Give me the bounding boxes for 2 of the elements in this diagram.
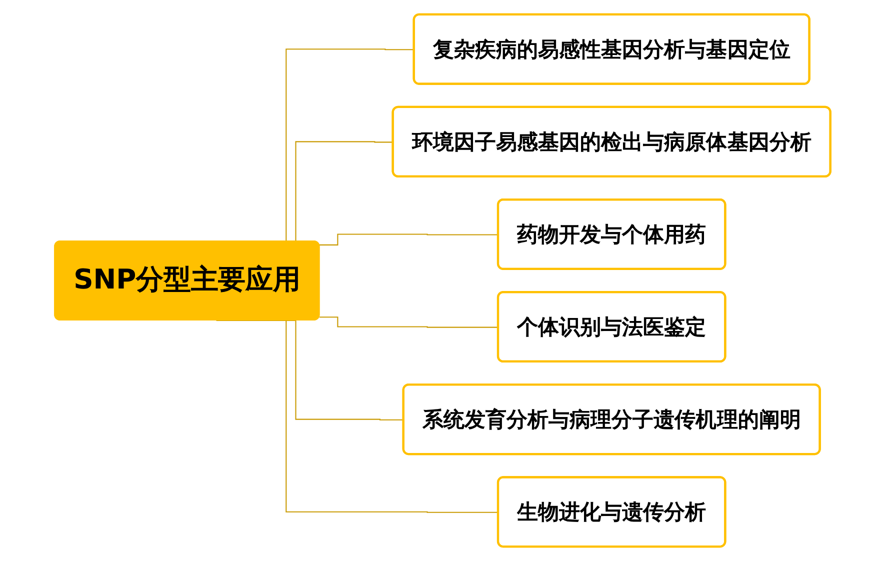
- connector: [319, 234, 499, 246]
- connector: [319, 316, 499, 328]
